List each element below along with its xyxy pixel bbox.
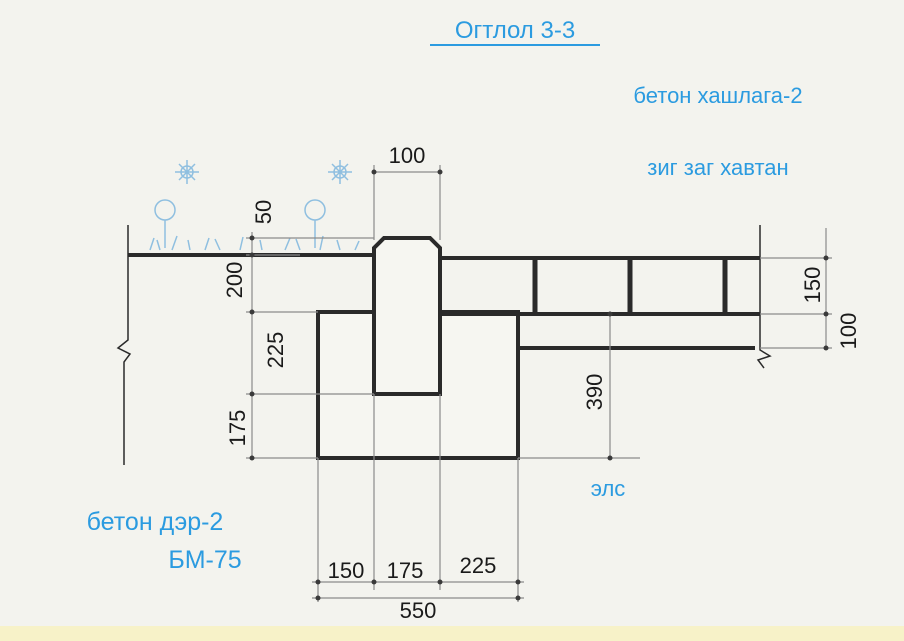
label-sand: элс [591,476,626,501]
label-concrete-grade: БМ-75 [168,546,241,574]
dim-cover-height: 50 [251,200,276,224]
dimension-lines [246,165,832,602]
dim-base-right: 225 [460,553,497,578]
shrub-icon [304,199,326,248]
dim-base-total: 550 [400,598,437,623]
dim-base-left: 150 [328,558,365,583]
dimension-ticks [249,169,829,601]
label-concrete-curb: бетон хашлага-2 [633,83,802,108]
dim-curb-embed: 225 [263,332,288,369]
concrete-curb [372,236,442,396]
dim-total-depth: 390 [582,374,607,411]
label-concrete-base: бетон дэр-2 [87,508,224,536]
zigzag-slab-row [440,256,760,316]
flower-icon [175,160,199,184]
left-break-line [116,225,132,465]
label-zigzag-slab: зиг заг хавтан [647,155,788,180]
right-break-line [756,225,772,369]
dim-base-thickness: 175 [225,410,250,447]
dim-sublayer-thickness: 100 [836,313,861,350]
dim-curb-above-base: 200 [222,262,247,299]
bottom-strip [0,626,904,641]
dim-base-mid: 175 [387,558,424,583]
shrub-icon [154,199,176,248]
dim-top-width: 100 [389,143,426,168]
section-title: Огтлол 3-3 [455,17,575,44]
dim-slab-thickness: 150 [800,267,825,304]
flower-icon [328,160,352,184]
grass-decoration [149,160,360,251]
